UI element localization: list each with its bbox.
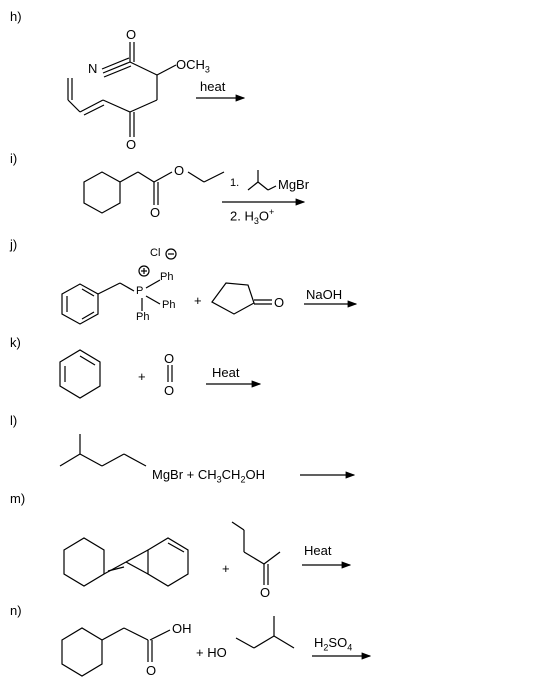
- reagent-l: MgBr + CH3CH2OH: [152, 467, 265, 485]
- grignard-mgbr: MgBr: [278, 177, 310, 192]
- cyclohexene-ring-right: [147, 537, 189, 587]
- acid-oxygen: O: [146, 663, 157, 678]
- chloride-label: Cl: [150, 247, 161, 259]
- atom-oxygen-top: O: [126, 27, 137, 42]
- label-h: h): [10, 9, 22, 24]
- atom-nitrogen: N: [88, 61, 98, 76]
- hydroxyl-label: OH: [172, 621, 192, 636]
- phenyl-1-label: Ph: [160, 271, 174, 283]
- methoxy-label: OCH3: [176, 57, 210, 75]
- positive-charge-icon: [138, 265, 150, 277]
- ketone-oxygen-m: O: [260, 585, 271, 600]
- cyclohexadiene-ring: [59, 349, 101, 399]
- condition-h: heat: [200, 79, 226, 94]
- carbonyl-oxygen-i: O: [150, 205, 161, 220]
- plus-k: +: [138, 369, 146, 384]
- plus-m: +: [222, 561, 230, 576]
- reaction-n-structure: [61, 616, 295, 677]
- reaction-k-structure: [59, 349, 173, 399]
- condition-m: Heat: [304, 543, 332, 558]
- plus-alcohol-label: + HO: [196, 645, 227, 660]
- benzene-ring: [61, 283, 99, 325]
- step-2-label: 2. H3O+: [230, 207, 275, 226]
- condition-k: Heat: [212, 365, 240, 380]
- label-n: n): [10, 603, 22, 618]
- condition-n: H2SO4: [314, 635, 353, 653]
- nitrile-bond: [102, 61, 131, 74]
- reaction-h-structure: [67, 42, 177, 137]
- label-l: l): [10, 413, 18, 428]
- label-m: m): [10, 491, 26, 506]
- ester-oxygen: O: [174, 163, 185, 178]
- reaction-l-structure: [59, 434, 147, 467]
- reaction-j-structure: [61, 248, 272, 325]
- plus-j: +: [194, 293, 202, 308]
- phenyl-2-label: Ph: [162, 299, 176, 311]
- cyclohexane-ring: [83, 171, 121, 214]
- label-i: i): [10, 151, 18, 166]
- cyclopentanone-ring: [211, 282, 255, 315]
- label-k: k): [10, 335, 21, 350]
- phenyl-3-label: Ph: [136, 311, 150, 323]
- quinone-oxygen-bottom: O: [164, 383, 175, 398]
- atom-oxygen-bottom: O: [126, 137, 137, 152]
- cyclohexene-ring-left: [63, 537, 105, 587]
- reaction-m-structure: [63, 521, 281, 587]
- phosphorus-label: P: [136, 285, 144, 297]
- ketone-oxygen-j: O: [274, 295, 285, 310]
- cyclohexane-ring-n: [61, 627, 103, 677]
- quinone-oxygen-top: O: [164, 351, 175, 366]
- step-1-label: 1.: [230, 177, 240, 189]
- negative-charge-icon: [165, 248, 177, 260]
- label-j: j): [10, 237, 18, 252]
- reaction-i-structure: [83, 170, 277, 214]
- condition-j: NaOH: [306, 287, 343, 302]
